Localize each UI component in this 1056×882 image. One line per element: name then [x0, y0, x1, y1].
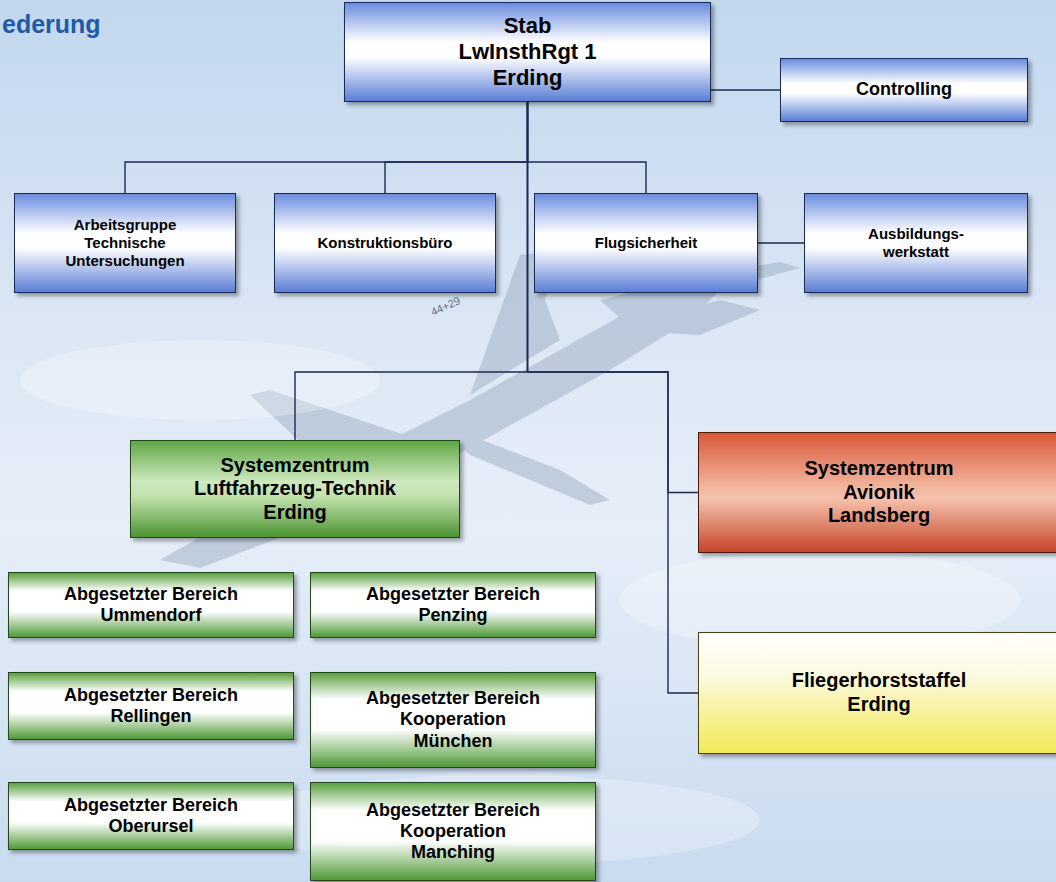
org-connector	[528, 102, 647, 193]
page-title: ederung	[2, 10, 101, 39]
box-label: Controlling	[856, 79, 952, 100]
box-label: Abgesetzter Bereich Ummendorf	[60, 584, 242, 626]
org-connector	[385, 102, 528, 193]
org-connector	[528, 102, 699, 493]
org-box: Ausbildungs- werkstatt	[804, 193, 1028, 293]
box-label: Arbeitsgruppe Technische Untersuchungen	[63, 216, 188, 269]
org-box: Abgesetzter Bereich Rellingen	[8, 672, 294, 740]
org-box: Abgesetzter Bereich Kooperation München	[310, 672, 596, 768]
org-box: Controlling	[780, 58, 1028, 122]
org-box: Stab LwInsthRgt 1 Erding	[344, 2, 711, 102]
box-label: Konstruktionsbüro	[318, 234, 453, 252]
box-label: Abgesetzter Bereich Penzing	[362, 584, 544, 626]
box-label: Systemzentrum Luftfahrzeug-Technik Erdin…	[188, 454, 403, 525]
org-box: Systemzentrum Luftfahrzeug-Technik Erdin…	[130, 440, 460, 538]
box-label: Systemzentrum Avionik Landsberg	[797, 457, 962, 528]
box-label: Abgesetzter Bereich Kooperation München	[362, 688, 544, 752]
org-box: Systemzentrum Avionik Landsberg	[698, 432, 1056, 553]
org-box: Arbeitsgruppe Technische Untersuchungen	[14, 193, 236, 293]
box-label: Abgesetzter Bereich Rellingen	[60, 685, 242, 727]
box-label: Abgesetzter Bereich Oberursel	[60, 795, 242, 837]
box-label: Stab LwInsthRgt 1 Erding	[453, 13, 603, 91]
org-box: Abgesetzter Bereich Ummendorf	[8, 572, 294, 638]
org-connector	[711, 89, 780, 90]
box-label: Flugsicherheit	[595, 234, 698, 252]
org-box: Abgesetzter Bereich Kooperation Manching	[310, 782, 596, 881]
org-box: Konstruktionsbüro	[274, 193, 496, 293]
org-box: Flugsicherheit	[534, 193, 758, 293]
org-connector	[125, 102, 528, 193]
org-box: Abgesetzter Bereich Oberursel	[8, 782, 294, 850]
org-box: Abgesetzter Bereich Penzing	[310, 572, 596, 638]
box-label: Fliegerhorststaffel Erding	[779, 669, 979, 716]
aircraft-marking: 44+29	[429, 294, 462, 318]
org-box: Fliegerhorststaffel Erding	[698, 632, 1056, 754]
box-label: Abgesetzter Bereich Kooperation Manching	[362, 800, 544, 864]
box-label: Ausbildungs- werkstatt	[856, 225, 976, 260]
